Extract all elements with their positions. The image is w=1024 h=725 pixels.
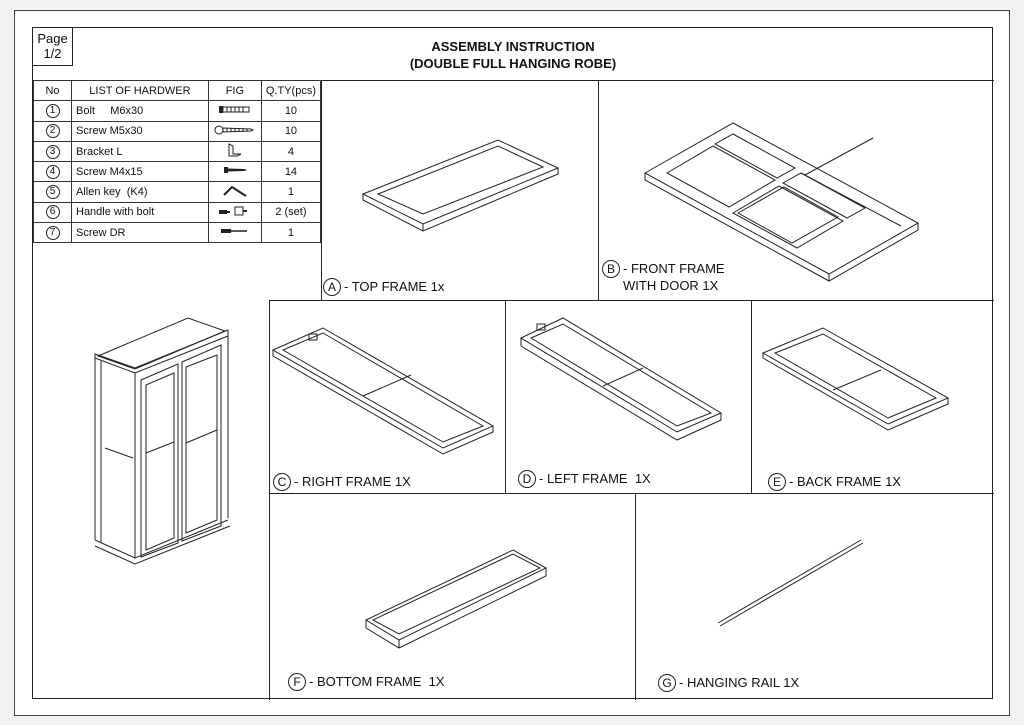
top-frame-drawing (361, 139, 560, 232)
part-letter: C (273, 473, 291, 491)
item-qty: 2 (set) (260, 201, 322, 224)
part-caption-d: D - LEFT FRAME 1X (518, 470, 651, 488)
instruction-frame: Page 1/2 ASSEMBLY INSTRUCTION (DOUBLE FU… (32, 27, 994, 700)
table-row: 4 Screw M4x15 14 (33, 161, 322, 183)
screw-icon (214, 125, 254, 135)
page-number: 1/2 (43, 46, 62, 61)
part-label: - HANGING RAIL 1X (679, 675, 800, 690)
instruction-sheet: Page 1/2 ASSEMBLY INSTRUCTION (DOUBLE FU… (14, 10, 1010, 716)
part-letter: G (658, 674, 676, 692)
divider-table-right (321, 80, 322, 300)
part-letter: B (602, 260, 620, 278)
bracket-icon (228, 143, 242, 157)
divider-d-e (751, 300, 752, 493)
part-label: - RIGHT FRAME 1X (294, 474, 411, 489)
part-caption-e: E - BACK FRAME 1X (768, 473, 901, 491)
allen-key-icon (223, 185, 247, 197)
handle-icon (218, 206, 247, 216)
front-frame-drawing (643, 122, 920, 282)
part-letter: F (288, 673, 306, 691)
part-label: - BOTTOM FRAME 1X (309, 674, 445, 689)
part-label: - LEFT FRAME 1X (539, 471, 651, 486)
table-row: 7 Screw DR 1 (33, 222, 322, 244)
bolt-icon (218, 106, 250, 114)
divider-row2-row3 (269, 493, 994, 494)
table-row: 3 Bracket L 4 (33, 140, 322, 163)
item-name: Screw M5x30 (71, 120, 209, 142)
row-number: 4 (45, 164, 60, 179)
part-caption-g: G - HANGING RAIL 1X (658, 674, 799, 692)
divider-row1-row2 (269, 300, 994, 301)
divider-c-d (505, 300, 506, 493)
part-caption-b: B - FRONT FRAME WITH DOOR 1X (602, 260, 725, 294)
row-number: 2 (45, 124, 60, 139)
right-frame-drawing (271, 327, 495, 455)
divider-f-g (635, 493, 636, 700)
small-screw-icon (223, 167, 246, 174)
header-divider (33, 80, 994, 81)
left-frame-drawing (519, 317, 723, 441)
page-title: ASSEMBLY INSTRUCTION (DOUBLE FULL HANGIN… (363, 38, 663, 72)
page-indicator: Page 1/2 (33, 28, 73, 66)
row-number: 7 (45, 225, 60, 240)
item-name: Bracket L (71, 140, 209, 163)
table-row: 5 Allen key (K4) 1 (33, 181, 322, 203)
part-caption-c: C - RIGHT FRAME 1X (273, 473, 411, 491)
part-caption-a: A - TOP FRAME 1x (323, 278, 444, 296)
bottom-frame-drawing (364, 549, 548, 649)
row-number: 6 (45, 205, 60, 220)
item-name: Screw DR (71, 222, 209, 244)
col-qty: Q.TY(pcs) (260, 79, 322, 102)
row-number: 3 (45, 144, 60, 159)
hardware-table: No LIST OF HARDWER FIG Q.TY(pcs) 1 Bolt … (33, 79, 322, 244)
item-name: Allen key (K4) (71, 181, 209, 203)
part-label: - TOP FRAME 1x (344, 279, 445, 294)
row-number: 1 (45, 103, 60, 118)
item-qty: 1 (260, 222, 322, 244)
back-frame-drawing (761, 327, 950, 431)
title-line-2: (DOUBLE FULL HANGING ROBE) (409, 56, 617, 71)
part-label: - FRONT FRAME WITH DOOR 1X (623, 261, 725, 293)
item-name: Bolt M6x30 (71, 100, 209, 122)
page-label: Page (37, 31, 68, 46)
row-number: 5 (45, 185, 60, 200)
part-letter: A (323, 278, 341, 296)
divider-a-b (598, 80, 599, 300)
part-caption-f: F - BOTTOM FRAME 1X (288, 673, 445, 691)
part-letter: D (518, 470, 536, 488)
part-drawings (94, 122, 950, 649)
wardrobe-drawing (94, 317, 231, 565)
screwdriver-icon (220, 229, 247, 234)
title-line-1: ASSEMBLY INSTRUCTION (431, 39, 595, 54)
hanging-rail-drawing (717, 539, 864, 627)
part-label: - BACK FRAME 1X (789, 474, 901, 489)
divider-wardrobe-right (269, 300, 270, 700)
part-letter: E (768, 473, 786, 491)
table-row: 2 Screw M5x30 10 (33, 120, 322, 142)
